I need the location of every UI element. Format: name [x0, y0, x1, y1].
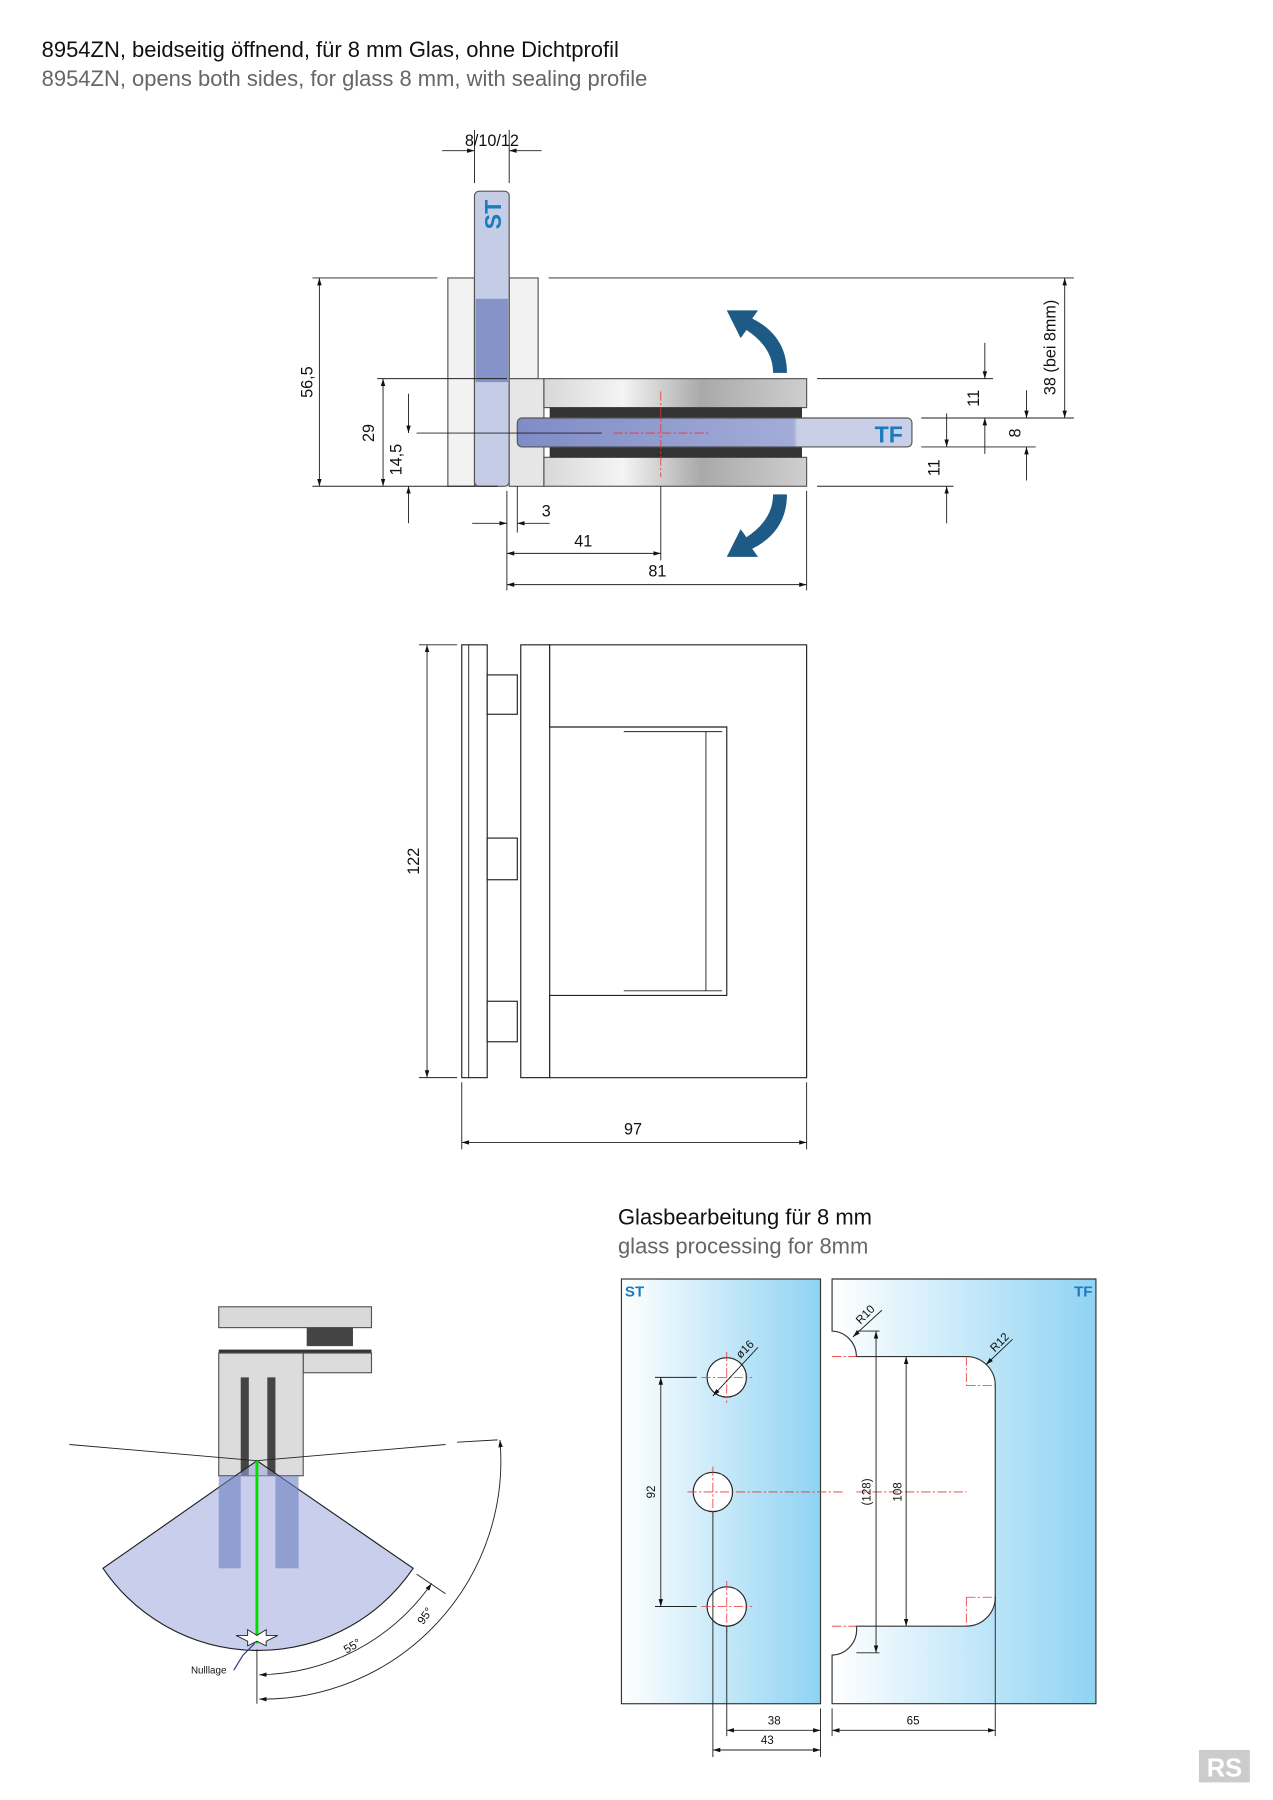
hinge-body-top: [543, 378, 808, 409]
title-en: 8954ZN, opens both sides, for glass 8 mm…: [42, 66, 648, 91]
zero-position-label: Nulllage: [191, 1666, 227, 1677]
clamp-plate-right: [508, 277, 539, 380]
dim-81: 81: [648, 563, 666, 581]
st-insert: [475, 298, 509, 383]
tf-glass: [516, 417, 913, 448]
dim-glass-thickness: 8/10/12: [465, 132, 519, 150]
dim-11-bottom: 11: [926, 459, 944, 476]
dim-29: 29: [360, 424, 378, 442]
dim-56-5: 56,5: [298, 366, 316, 398]
logo-text: RS: [1207, 1755, 1242, 1783]
panel-label-tf: TF: [1074, 1283, 1092, 1300]
label-tf: TF: [875, 421, 903, 447]
dim-43: 43: [761, 1735, 774, 1747]
title-de: 8954ZN, beidseitig öffnend, für 8 mm Gla…: [42, 37, 619, 62]
dim-8: 8: [1007, 429, 1025, 438]
swing-arrow-up-icon: [726, 310, 787, 373]
dim-92: 92: [646, 1486, 658, 1499]
hinge-body-bottom: [543, 456, 808, 487]
glass-processing: Glasbearbeitung für 8 mm glass processin…: [618, 1205, 1097, 1757]
dim-11-top: 11: [965, 390, 983, 407]
clamp-plate-left: [447, 277, 476, 487]
rs-logo: RS: [1198, 1750, 1250, 1783]
angle-55: 55°: [342, 1637, 363, 1656]
hinge-body-outline: [549, 644, 808, 1079]
dim-14-5: 14,5: [388, 444, 406, 476]
dim-128: (128): [861, 1478, 873, 1505]
dim-3: 3: [542, 502, 551, 520]
dim-97: 97: [624, 1120, 642, 1138]
dim-108: 108: [893, 1482, 905, 1501]
front-view: 122 97: [405, 644, 808, 1150]
label-st: ST: [480, 200, 506, 230]
dim-122: 122: [405, 848, 423, 875]
dim-38-glass: 38: [768, 1716, 781, 1728]
processing-title-de: Glasbearbeitung für 8 mm: [618, 1205, 872, 1230]
dim-41: 41: [574, 532, 592, 550]
panel-label-st: ST: [625, 1283, 645, 1300]
angle-95: 95°: [416, 1606, 436, 1627]
dim-65: 65: [907, 1716, 920, 1728]
swing-arrow-down-icon: [726, 494, 787, 557]
processing-title-en: glass processing for 8mm: [618, 1234, 868, 1259]
swing-view: 55° 95° Nulllage: [69, 1306, 503, 1704]
top-view: 8/10/12 ST TF 56,5 29 14,5 38 (bei 8mm) …: [298, 129, 1074, 591]
dim-38: 38 (bei 8mm): [1041, 300, 1059, 395]
